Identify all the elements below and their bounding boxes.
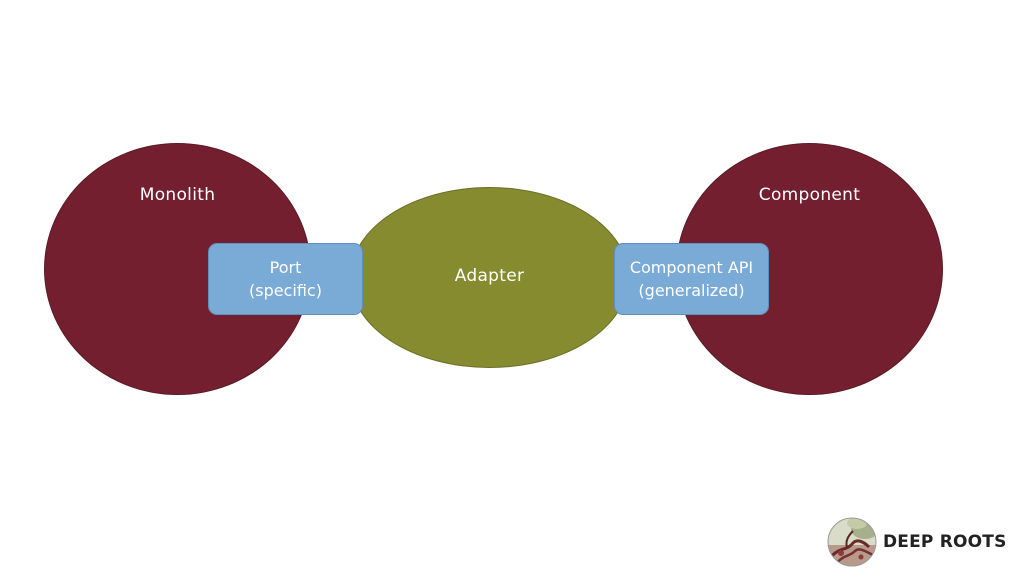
port-box: Port (specific) xyxy=(208,243,363,315)
adapter-label: Adapter xyxy=(454,266,525,286)
component-api-box: Component API (generalized) xyxy=(614,243,769,315)
component-api-title: Component API xyxy=(629,258,754,277)
deep-roots-logo-icon xyxy=(827,517,877,567)
deep-roots-logo: DEEP ROOTS xyxy=(827,516,1007,568)
component-label: Component xyxy=(758,185,861,205)
component-api-subtitle: (generalized) xyxy=(638,281,745,300)
monolith-label: Monolith xyxy=(139,185,216,205)
port-title: Port xyxy=(269,258,302,277)
deep-roots-logo-text: DEEP ROOTS xyxy=(883,532,1007,552)
adapter-ellipse: Adapter xyxy=(350,187,629,368)
port-subtitle: (specific) xyxy=(249,281,322,300)
